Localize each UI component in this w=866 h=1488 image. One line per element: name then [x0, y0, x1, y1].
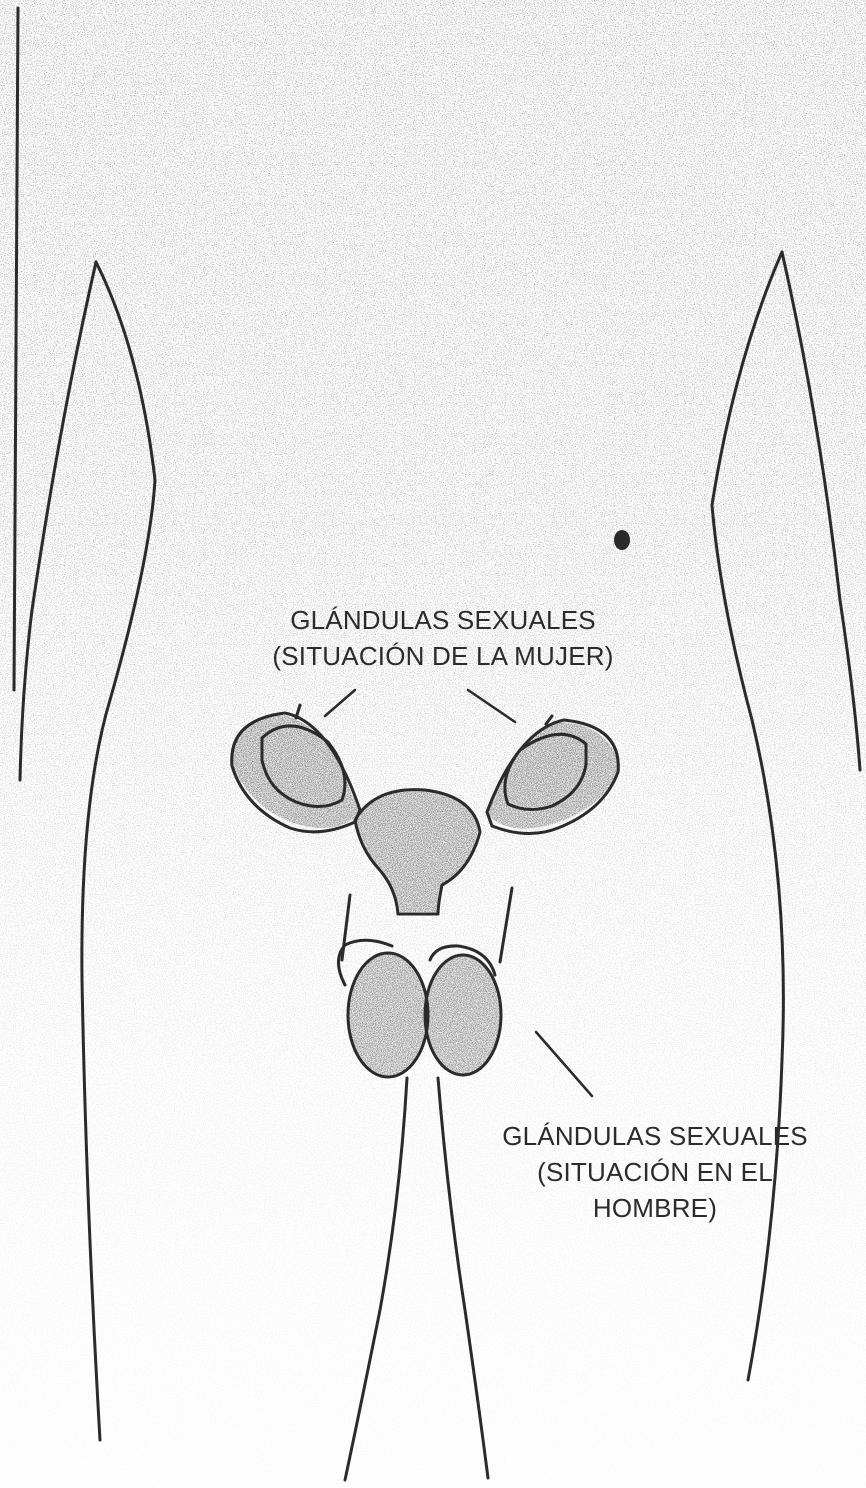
- male-label-line2: (SITUACIÓN EN EL: [455, 1154, 855, 1190]
- male-label-line1: GLÁNDULAS SEXUALES: [455, 1118, 855, 1154]
- navel-mark: [614, 530, 630, 550]
- male-label-line3: HOMBRE): [455, 1190, 855, 1226]
- female-label-line1: GLÁNDULAS SEXUALES: [243, 602, 643, 638]
- female-glands-label: GLÁNDULAS SEXUALES (SITUACIÓN DE LA MUJE…: [243, 602, 643, 674]
- female-label-line2: (SITUACIÓN DE LA MUJER): [243, 638, 643, 674]
- male-glands-label: GLÁNDULAS SEXUALES (SITUACIÓN EN EL HOMB…: [455, 1118, 855, 1226]
